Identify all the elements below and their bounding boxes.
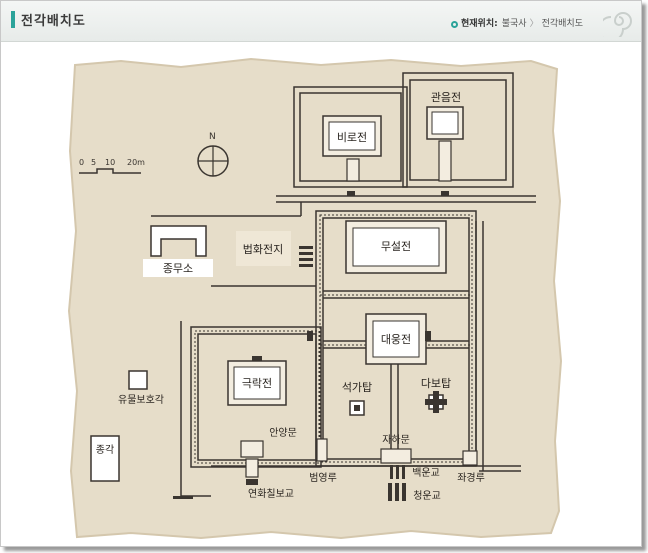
- label-seokgatap: 석가탑: [342, 381, 372, 394]
- door-markers: [173, 191, 449, 499]
- page-title: 전각배치도: [21, 14, 86, 29]
- location-circle-icon: [451, 21, 458, 28]
- label-birojeon: 비로전: [337, 131, 367, 144]
- bridge-cheongungyo[interactable]: 청운교: [388, 483, 441, 502]
- building-birojeon[interactable]: 비로전: [322, 115, 382, 182]
- pagoda-seokgatap[interactable]: 석가탑: [342, 381, 372, 416]
- pavilion-jwagyeongnu[interactable]: 좌경루: [457, 450, 485, 484]
- pagoda-dabotap[interactable]: 다보탑: [421, 377, 451, 413]
- location-label: 현재위치:: [461, 19, 498, 29]
- label-dabotap: 다보탑: [421, 377, 451, 390]
- scale-label-20m: 20m: [127, 158, 145, 167]
- bridge-yeonhwachilbogyo[interactable]: 연화칠보교: [248, 488, 294, 500]
- building-gwaneumjeon[interactable]: 관음전: [426, 91, 464, 182]
- temple-layout-map: 0 5 10 20m N 비로전 관음전: [61, 51, 566, 541]
- title-accent-bar: [11, 11, 15, 28]
- building-jonggak[interactable]: 종각: [90, 435, 120, 482]
- label-gwaneumjeon: 관음전: [431, 91, 461, 104]
- window-frame: 전각배치도 현재위치:불국사〉전각배치도: [0, 0, 642, 547]
- label-beomyeongnu: 범영루: [309, 472, 337, 484]
- building-jongmuso[interactable]: 종무소: [143, 225, 213, 277]
- label-anyangmun: 안양문: [269, 427, 297, 439]
- breadcrumb-separator: 〉: [529, 19, 539, 29]
- parchment-background: [67, 57, 563, 540]
- compass-icon: N: [197, 132, 229, 177]
- building-museoljeon[interactable]: 무설전: [345, 220, 447, 274]
- label-cheongungyo: 청운교: [413, 490, 441, 502]
- scale-label-0: 0: [79, 158, 84, 167]
- label-jwagyeongnu: 좌경루: [457, 471, 485, 484]
- building-daeungjeon[interactable]: 대웅전: [365, 313, 427, 365]
- map-svg: 0 5 10 20m N 비로전 관음전: [67, 57, 563, 540]
- label-yumulbohogak: 유물보호각: [118, 394, 164, 406]
- breadcrumb-item-bulguksa[interactable]: 불국사: [501, 19, 527, 29]
- label-yeonhwachilbogyo: 연화칠보교: [248, 488, 294, 500]
- building-yumulbohogak[interactable]: 유물보호각: [118, 370, 164, 406]
- bridge-baegungyo[interactable]: 백운교: [390, 465, 440, 479]
- label-museoljeon: 무설전: [381, 240, 411, 253]
- label-daeungjeon: 대웅전: [381, 333, 411, 346]
- gate-anyangmun[interactable]: 안양문: [240, 427, 297, 485]
- breadcrumb-item-current: 전각배치도: [541, 19, 583, 29]
- building-beophwajeonji[interactable]: 법화전지: [236, 231, 313, 267]
- scale-label-5: 5: [91, 158, 96, 167]
- scale-label-10: 10: [105, 158, 115, 167]
- breadcrumb: 현재위치:불국사〉전각배치도: [451, 16, 583, 29]
- label-beophwajeonji: 법화전지: [243, 243, 283, 256]
- gate-jahamun[interactable]: 자하문: [380, 433, 412, 464]
- label-jonggak: 종각: [96, 444, 114, 456]
- header-bar: 전각배치도 현재위치:불국사〉전각배치도: [1, 1, 641, 42]
- label-geungnakjeon: 극락전: [242, 377, 272, 390]
- building-geungnakjeon[interactable]: 극락전: [227, 356, 287, 406]
- compass-north-label: N: [209, 132, 216, 142]
- label-jahamun: 자하문: [382, 433, 410, 446]
- swirl-ornament-icon: [603, 12, 632, 37]
- label-baegungyo: 백운교: [412, 467, 440, 479]
- pavilion-beomyeongnu[interactable]: 범영루: [309, 438, 337, 484]
- scale-bar: 0 5 10 20m: [79, 158, 145, 174]
- label-jongmuso: 종무소: [163, 262, 193, 275]
